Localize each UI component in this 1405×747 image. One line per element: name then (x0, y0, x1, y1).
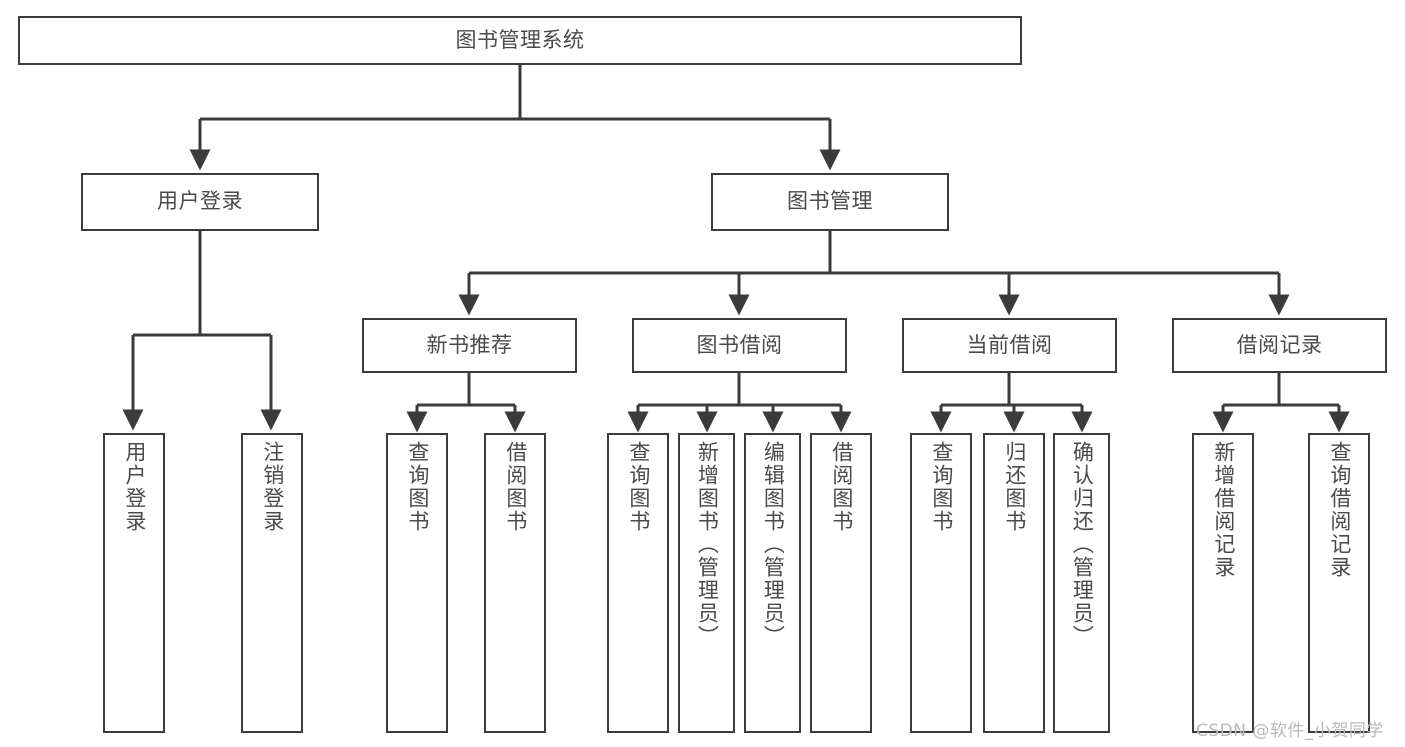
node-book-manage[interactable]: 图书管理 (711, 173, 949, 231)
node-leaf-query-book-borrow[interactable]: 查询图书 (607, 433, 669, 733)
node-leaf-confirm-return[interactable]: 确认归还（管理员） (1053, 433, 1110, 733)
node-leaf-borrow-book-rec-label: 借阅图书 (503, 441, 528, 533)
node-current-borrow-label: 当前借阅 (966, 332, 1053, 357)
node-leaf-borrow-book[interactable]: 借阅图书 (810, 433, 872, 733)
node-leaf-user-login[interactable]: 用户登录 (103, 433, 165, 733)
node-leaf-return-book-label: 归还图书 (1002, 441, 1027, 533)
node-leaf-borrow-book-label: 借阅图书 (829, 441, 854, 533)
node-leaf-return-book[interactable]: 归还图书 (983, 433, 1045, 733)
node-leaf-confirm-return-label: 确认归还（管理员） (1070, 441, 1095, 648)
node-user-login-label: 用户登录 (157, 189, 243, 214)
node-user-login[interactable]: 用户登录 (81, 173, 319, 231)
node-leaf-query-book-cur-label: 查询图书 (929, 441, 954, 533)
node-book-borrow[interactable]: 图书借阅 (632, 318, 847, 373)
node-leaf-user-logout[interactable]: 注销登录 (241, 433, 303, 733)
node-new-book-recommend[interactable]: 新书推荐 (362, 318, 577, 373)
node-leaf-user-logout-label: 注销登录 (260, 441, 285, 533)
node-current-borrow[interactable]: 当前借阅 (902, 318, 1117, 373)
node-leaf-query-book-rec[interactable]: 查询图书 (386, 433, 448, 733)
node-leaf-add-book[interactable]: 新增图书（管理员） (678, 433, 735, 733)
node-leaf-add-book-label: 新增图书（管理员） (695, 441, 720, 648)
node-root-label: 图书管理系统 (455, 27, 585, 52)
node-root[interactable]: 图书管理系统 (18, 16, 1022, 65)
node-leaf-borrow-book-rec[interactable]: 借阅图书 (484, 433, 546, 733)
node-leaf-user-login-label: 用户登录 (122, 441, 147, 533)
node-leaf-edit-book[interactable]: 编辑图书（管理员） (744, 433, 801, 733)
node-leaf-query-book-rec-label: 查询图书 (405, 441, 430, 533)
node-leaf-query-book-cur[interactable]: 查询图书 (910, 433, 972, 733)
node-book-borrow-label: 图书借阅 (696, 332, 783, 357)
node-leaf-query-book-borrow-label: 查询图书 (626, 441, 651, 533)
node-borrow-record[interactable]: 借阅记录 (1172, 318, 1387, 373)
node-leaf-edit-book-label: 编辑图书（管理员） (761, 441, 786, 648)
node-new-book-recommend-label: 新书推荐 (426, 332, 513, 357)
node-book-manage-label: 图书管理 (787, 189, 873, 214)
node-leaf-add-record[interactable]: 新增借阅记录 (1192, 433, 1254, 733)
watermark-text: CSDN @软件_小贺同学 (1196, 721, 1384, 741)
node-leaf-query-record[interactable]: 查询借阅记录 (1308, 433, 1370, 733)
node-borrow-record-label: 借阅记录 (1236, 332, 1323, 357)
node-leaf-query-record-label: 查询借阅记录 (1327, 441, 1352, 579)
node-leaf-add-record-label: 新增借阅记录 (1211, 441, 1236, 579)
